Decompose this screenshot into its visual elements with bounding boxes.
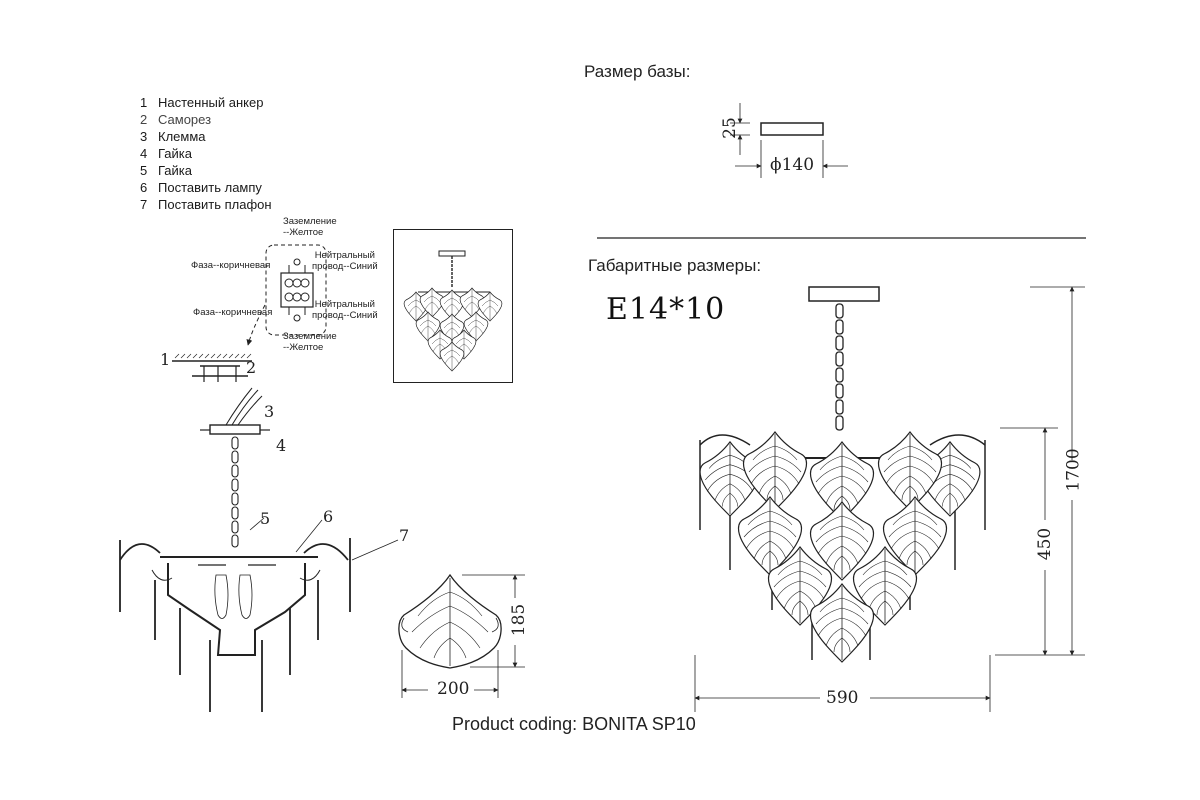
callout-4: 4 bbox=[276, 436, 287, 455]
base-diameter-value: ϕ140 bbox=[770, 155, 815, 175]
bulb-spec: E14*10 bbox=[606, 292, 726, 327]
callout-7: 7 bbox=[399, 526, 410, 545]
wire-label-ground-bottom: Заземление --Желтое bbox=[283, 331, 337, 353]
callout-1: 1 bbox=[160, 350, 171, 369]
wire-label-ground-top: Заземление --Желтое bbox=[283, 216, 337, 238]
shade-height-value: 185 bbox=[509, 603, 530, 637]
product-coding: Product coding: BONITA SP10 bbox=[452, 714, 696, 734]
callout-3: 3 bbox=[264, 402, 275, 421]
overall-size-heading: Габаритные размеры: bbox=[588, 256, 762, 275]
wiring-diagram bbox=[246, 244, 327, 346]
base-size-heading: Размер базы: bbox=[584, 62, 691, 81]
wire-label-neutral-top: Нейтральный провод--Синий bbox=[312, 250, 378, 272]
wire-label-phase-top: Фаза--коричневая bbox=[191, 260, 271, 271]
shade-dimension-lines bbox=[401, 574, 525, 698]
shade-drawing bbox=[398, 573, 502, 669]
callout-2: 2 bbox=[246, 358, 257, 377]
base-size-drawing bbox=[730, 103, 848, 178]
callout-5: 5 bbox=[260, 509, 271, 528]
wire-label-phase-bottom: Фаза--коричневая bbox=[193, 307, 273, 318]
width-value: 590 bbox=[826, 688, 859, 708]
overall-dimension-lines bbox=[694, 286, 1085, 712]
height-max-value: 1700 bbox=[1063, 448, 1084, 492]
callout-6: 6 bbox=[323, 507, 334, 526]
assembly-drawing bbox=[119, 353, 399, 712]
height-min-value: 450 bbox=[1035, 527, 1056, 561]
base-height-value: 25 bbox=[719, 117, 740, 139]
product-thumbnail bbox=[393, 229, 513, 383]
shade-width-value: 200 bbox=[437, 679, 470, 699]
chandelier-front-view bbox=[699, 286, 986, 663]
thumbnail-chandelier-icon bbox=[403, 250, 503, 372]
wire-label-neutral-bottom: Нейтральный провод--Синий bbox=[312, 299, 378, 321]
